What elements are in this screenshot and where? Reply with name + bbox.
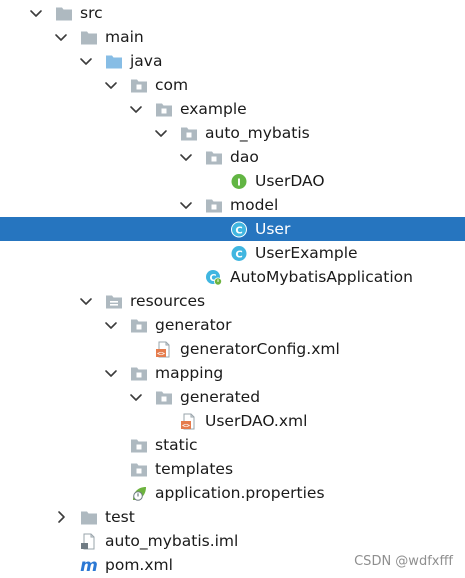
interface-icon: I: [230, 173, 248, 190]
chevron-down-icon[interactable]: [103, 77, 119, 93]
tree-item-user[interactable]: C User: [0, 217, 465, 241]
tree-item-label: generatorConfig.xml: [180, 340, 340, 358]
tree-item-label: com: [155, 76, 189, 94]
resources-folder-icon: [105, 293, 123, 310]
tree-item-label: AutoMybatisApplication: [230, 268, 413, 286]
package-icon: [130, 77, 148, 94]
tree-item-java[interactable]: java: [0, 49, 465, 73]
class-icon: C: [230, 245, 248, 262]
chevron-down-icon[interactable]: [128, 389, 144, 405]
tree-item-automybatisapplication[interactable]: C AutoMybatisApplication: [0, 265, 465, 289]
package-icon: [155, 101, 173, 118]
svg-text:C: C: [235, 250, 242, 261]
tree-item-label: generated: [180, 388, 261, 406]
tree-item-auto-mybatis-iml[interactable]: auto_mybatis.iml: [0, 529, 465, 553]
chevron-right-icon[interactable]: [53, 509, 69, 525]
tree-item-label: User: [255, 220, 291, 238]
tree-item-userexample[interactable]: C UserExample: [0, 241, 465, 265]
source-folder-icon: [105, 53, 123, 70]
xml-file-icon: <>: [155, 341, 173, 358]
tree-item-templates[interactable]: templates: [0, 457, 465, 481]
tree-item-mapping[interactable]: mapping: [0, 361, 465, 385]
chevron-down-icon[interactable]: [78, 293, 94, 309]
tree-item-label: application.properties: [155, 484, 325, 502]
tree-item-static[interactable]: static: [0, 433, 465, 457]
tree-item-label: UserExample: [255, 244, 358, 262]
tree-item-com[interactable]: com: [0, 73, 465, 97]
tree-item-test[interactable]: test: [0, 505, 465, 529]
spring-boot-class-icon: C: [205, 269, 223, 286]
tree-item-dao[interactable]: dao: [0, 145, 465, 169]
tree-item-label: auto_mybatis.iml: [105, 532, 239, 550]
folder-icon: [80, 509, 98, 526]
tree-item-model[interactable]: model: [0, 193, 465, 217]
xml-file-icon: <>: [180, 413, 198, 430]
package-icon: [130, 317, 148, 334]
svg-text:C: C: [235, 226, 242, 237]
package-icon: [155, 389, 173, 406]
tree-item-resources[interactable]: resources: [0, 289, 465, 313]
watermark: CSDN @wdfxfff: [354, 554, 453, 569]
tree-item-label: static: [155, 436, 198, 454]
package-icon: [130, 461, 148, 478]
tree-item-label: model: [230, 196, 279, 214]
tree-item-label: test: [105, 508, 135, 526]
tree-item-src[interactable]: src: [0, 1, 465, 25]
package-icon: [130, 365, 148, 382]
tree-item-pom-xml[interactable]: m pom.xml: [0, 553, 465, 577]
tree-item-label: src: [80, 4, 103, 22]
svg-text:I: I: [237, 178, 241, 189]
tree-item-generator[interactable]: generator: [0, 313, 465, 337]
properties-file-icon: [130, 485, 148, 502]
chevron-down-icon[interactable]: [53, 29, 69, 45]
svg-text:<>: <>: [182, 422, 190, 430]
tree-item-label: dao: [230, 148, 259, 166]
tree-item-label: mapping: [155, 364, 224, 382]
tree-item-label: java: [130, 52, 163, 70]
iml-file-icon: [80, 533, 98, 550]
tree-item-label: main: [105, 28, 144, 46]
svg-text:<>: <>: [157, 350, 165, 358]
tree-item-auto-mybatis[interactable]: auto_mybatis: [0, 121, 465, 145]
chevron-down-icon[interactable]: [103, 317, 119, 333]
tree-item-label: pom.xml: [105, 556, 173, 574]
chevron-down-icon[interactable]: [78, 53, 94, 69]
tree-item-label: resources: [130, 292, 206, 310]
package-icon: [180, 125, 198, 142]
tree-item-generated[interactable]: generated: [0, 385, 465, 409]
class-icon: C: [230, 221, 248, 238]
tree-item-application-properties[interactable]: application.properties: [0, 481, 465, 505]
package-icon: [130, 437, 148, 454]
tree-item-label: auto_mybatis: [205, 124, 310, 142]
svg-text:C: C: [210, 273, 217, 284]
tree-item-label: templates: [155, 460, 234, 478]
chevron-down-icon[interactable]: [153, 125, 169, 141]
tree-item-userdao-xml[interactable]: <> UserDAO.xml: [0, 409, 465, 433]
package-icon: [205, 149, 223, 166]
folder-icon: [80, 29, 98, 46]
chevron-down-icon[interactable]: [128, 101, 144, 117]
folder-icon: [55, 5, 73, 22]
tree-item-userdao[interactable]: I UserDAO: [0, 169, 465, 193]
tree-item-main[interactable]: main: [0, 25, 465, 49]
svg-text:m: m: [80, 557, 98, 574]
tree-item-label: UserDAO.xml: [205, 412, 308, 430]
tree-item-label: example: [180, 100, 247, 118]
tree-item-label: UserDAO: [255, 172, 325, 190]
tree-item-label: generator: [155, 316, 232, 334]
maven-icon: m: [80, 556, 98, 576]
tree-item-example[interactable]: example: [0, 97, 465, 121]
chevron-down-icon[interactable]: [178, 149, 194, 165]
package-icon: [205, 197, 223, 214]
chevron-down-icon[interactable]: [28, 5, 44, 21]
chevron-down-icon[interactable]: [103, 365, 119, 381]
tree-item-generatorconfig-xml[interactable]: <> generatorConfig.xml: [0, 337, 465, 361]
chevron-down-icon[interactable]: [178, 197, 194, 213]
